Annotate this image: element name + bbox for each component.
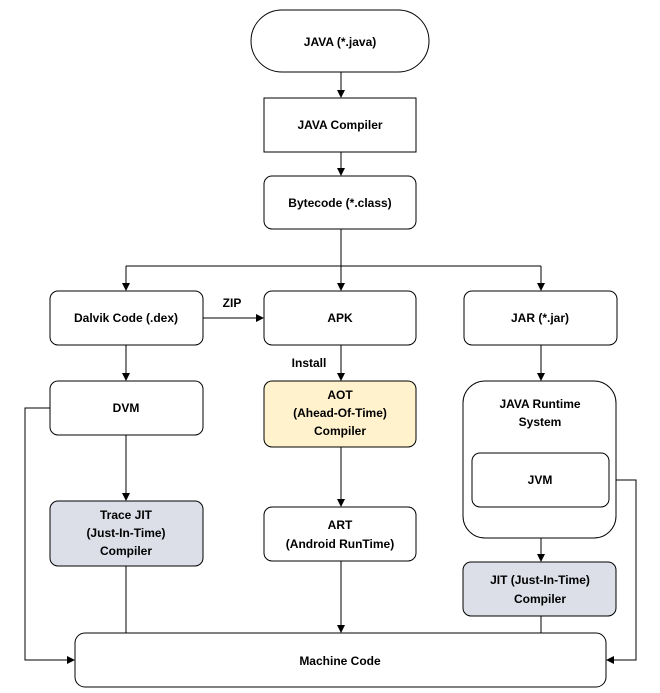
jre-label-line-2: System [519, 415, 562, 429]
machine-code-node: Machine Code [74, 632, 607, 688]
java-source-label: JAVA (*.java) [304, 35, 376, 49]
dvm-node: DVM [49, 380, 204, 436]
art-node: ART (Android RunTime) [263, 506, 417, 562]
bytecode-label: Bytecode (*.class) [288, 196, 391, 210]
art-label-line-2: (Android RunTime) [286, 537, 394, 551]
bytecode-node: Bytecode (*.class) [263, 175, 417, 230]
zip-label: ZIP [223, 296, 242, 310]
jar-label: JAR (*.jar) [511, 311, 569, 325]
trace-jit-label-line-3: Compiler [100, 544, 152, 558]
aot-label-line-3: Compiler [314, 424, 366, 438]
apk-node: APK [263, 290, 417, 346]
edge-jvm-to-machine-code [606, 479, 637, 664]
jvm-label: JVM [528, 473, 553, 487]
jar-node: JAR (*.jar) [463, 290, 618, 346]
jit-label-line-2: Compiler [514, 592, 566, 606]
dvm-label: DVM [113, 401, 140, 415]
edge-dvm-to-machine-code [24, 407, 75, 664]
jit-label-line-1: JIT (Just-In-Time) [490, 573, 590, 587]
dalvik-code-label: Dalvik Code (.dex) [74, 311, 178, 325]
jit-compiler-node: JIT (Just-In-Time) Compiler [462, 561, 617, 617]
aot-label-line-1: AOT [327, 388, 353, 402]
art-label-line-1: ART [328, 518, 353, 532]
dalvik-code-node: Dalvik Code (.dex) [49, 290, 204, 346]
jre-label-line-1: JAVA Runtime [499, 397, 580, 411]
apk-label: APK [327, 311, 353, 325]
aot-label-line-2: (Ahead-Of-Time) [293, 406, 387, 420]
aot-compiler-node: AOT (Ahead-Of-Time) Compiler [263, 380, 417, 448]
java-compiler-label: JAVA Compiler [297, 118, 382, 132]
machine-code-label: Machine Code [299, 654, 381, 668]
trace-jit-label-line-2: (Just-In-Time) [86, 526, 165, 540]
java-compiler-node: JAVA Compiler [263, 97, 417, 153]
trace-jit-label-line-1: Trace JIT [100, 508, 153, 522]
java-source-node: JAVA (*.java) [250, 9, 430, 73]
install-label: Install [292, 356, 327, 370]
jvm-node: JVM [471, 452, 610, 508]
trace-jit-compiler-node: Trace JIT (Just-In-Time) Compiler [49, 500, 204, 567]
